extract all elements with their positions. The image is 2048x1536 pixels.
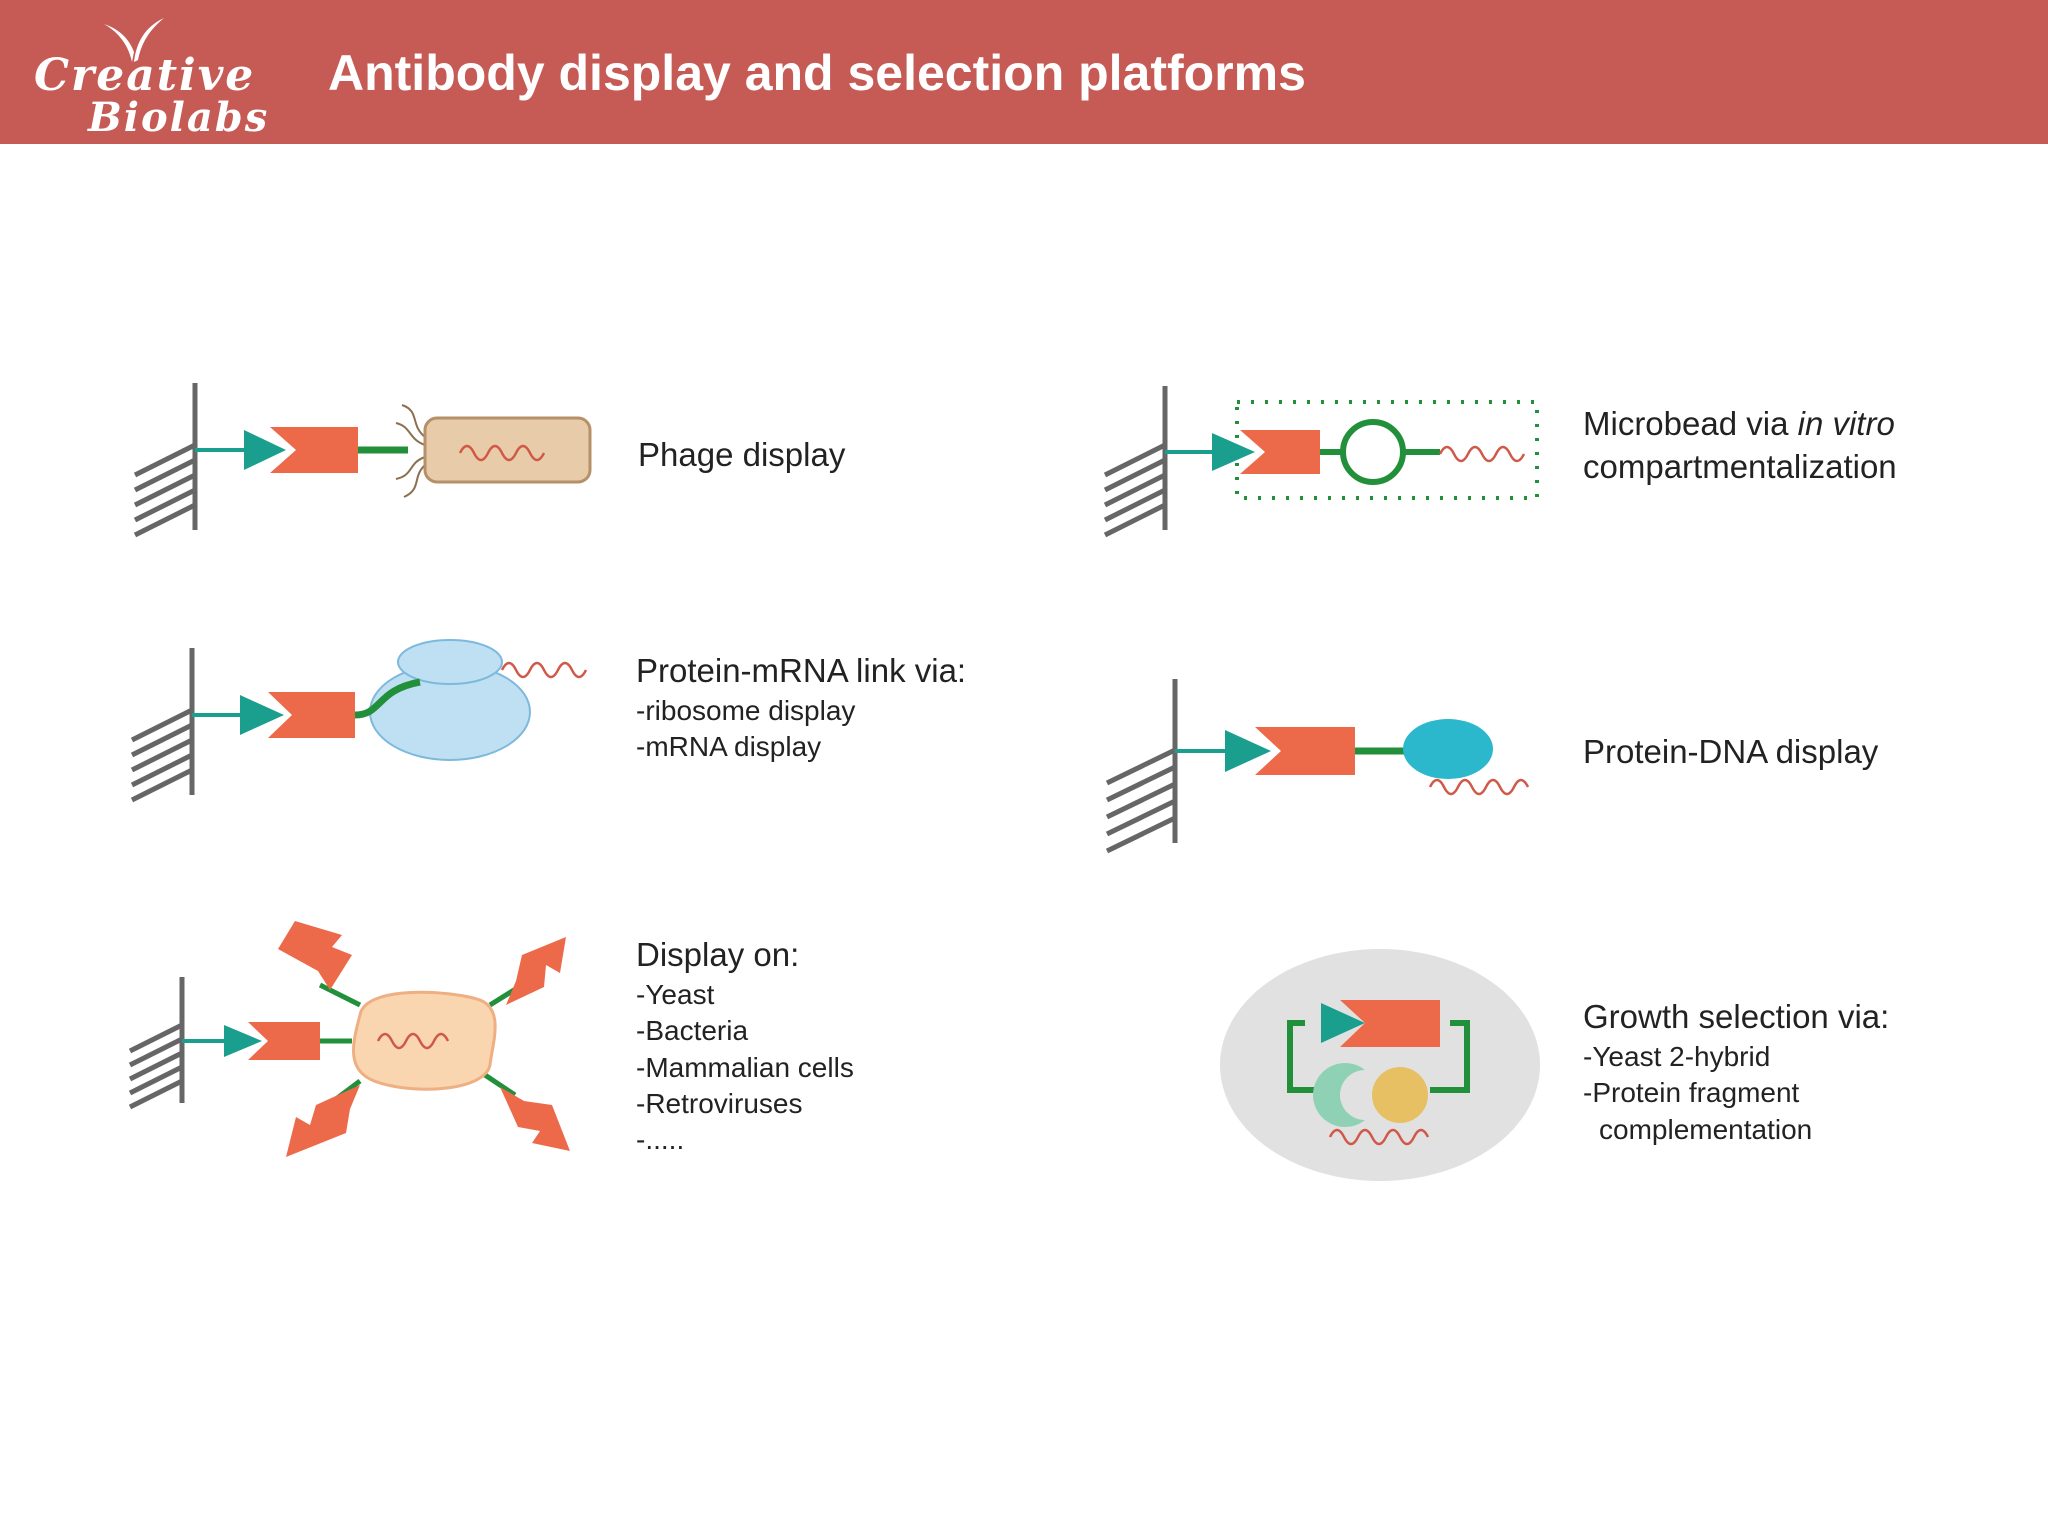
display-on-item-2: -Bacteria [636,1015,749,1047]
phage-particle-icon [423,416,592,484]
microbead-figure [1103,386,1539,538]
growth-head: Growth selection via: [1583,998,1890,1035]
logo-line2: Biolabs [88,94,270,141]
display-on-item-3: -Mammalian cells [636,1051,854,1083]
protein-dna-head: Protein-DNA display [1583,733,1879,770]
growth-item-1: -Yeast 2-hybrid [1583,1040,1771,1072]
logo-line1: Creative [34,50,256,101]
phage-fibers-icon [395,404,426,498]
antibody-icon [1212,430,1320,474]
display-on-item-4: -Retroviruses [636,1088,803,1120]
fragment-b-icon [1372,1067,1428,1123]
cell-display-figure [128,921,570,1157]
antibody-icon [224,1022,320,1060]
protein-mrna-item-1: -ribosome display [636,694,856,726]
microbead-head-italic: in vitro [1797,405,1895,442]
header-bar: Creative Biolabs Antibody display and se… [0,0,2048,144]
yeast-cell-icon [1220,949,1540,1181]
protein-dna-figure [1105,679,1530,854]
surface-wall-icon [128,977,185,1110]
protein-mrna-item-2: -mRNA display [636,731,822,763]
display-on-head: Display on: [636,936,800,973]
phage-display-head: Phage display [638,436,846,473]
protein-dna-label: Protein-DNA display [1583,731,1878,774]
microbead-label: Microbead via in vitro compartmentalizat… [1583,403,1897,489]
sprout-icon [104,18,164,62]
phage-display-figure [133,383,592,538]
surface-antibody-icons [278,921,570,1157]
antibody-icon [244,427,358,473]
growth-selection-label: Growth selection via: -Yeast 2-hybrid -P… [1583,996,1889,1148]
dna-binding-protein-icon [1403,719,1493,779]
protein-mrna-head: Protein-mRNA link via: [636,652,967,689]
growth-selection-figure [1220,949,1540,1181]
growth-item-2: -Protein fragment [1583,1077,1800,1109]
phage-display-label: Phage display [638,434,845,477]
growth-item-3: complementation [1599,1113,1813,1145]
surface-wall-icon [133,383,198,538]
microbead-head-line2: compartmentalization [1583,447,1897,485]
antibody-icon [1321,1000,1440,1047]
surface-wall-icon [130,648,195,803]
page-title: Antibody display and selection platforms [328,45,1306,101]
ribosome-icon [369,639,531,761]
microbead-icon [1340,419,1406,485]
protein-mrna-label: Protein-mRNA link via: -ribosome display… [636,650,966,766]
display-on-item-1: -Yeast [636,978,715,1010]
antibody-icon [1225,727,1355,775]
creative-biolabs-logo: Creative Biolabs [28,12,288,141]
protein-mrna-figure [130,639,588,803]
display-on-item-5: -..... [636,1124,685,1156]
display-on-label: Display on: -Yeast -Bacteria -Mammalian … [636,934,854,1159]
microbead-head-pre: Microbead via [1583,405,1798,442]
surface-wall-icon [1105,679,1178,854]
surface-wall-icon [1103,386,1168,538]
cell-icon [352,990,497,1091]
antibody-icon [240,692,355,738]
fragment-a-icon [1313,1063,1365,1127]
